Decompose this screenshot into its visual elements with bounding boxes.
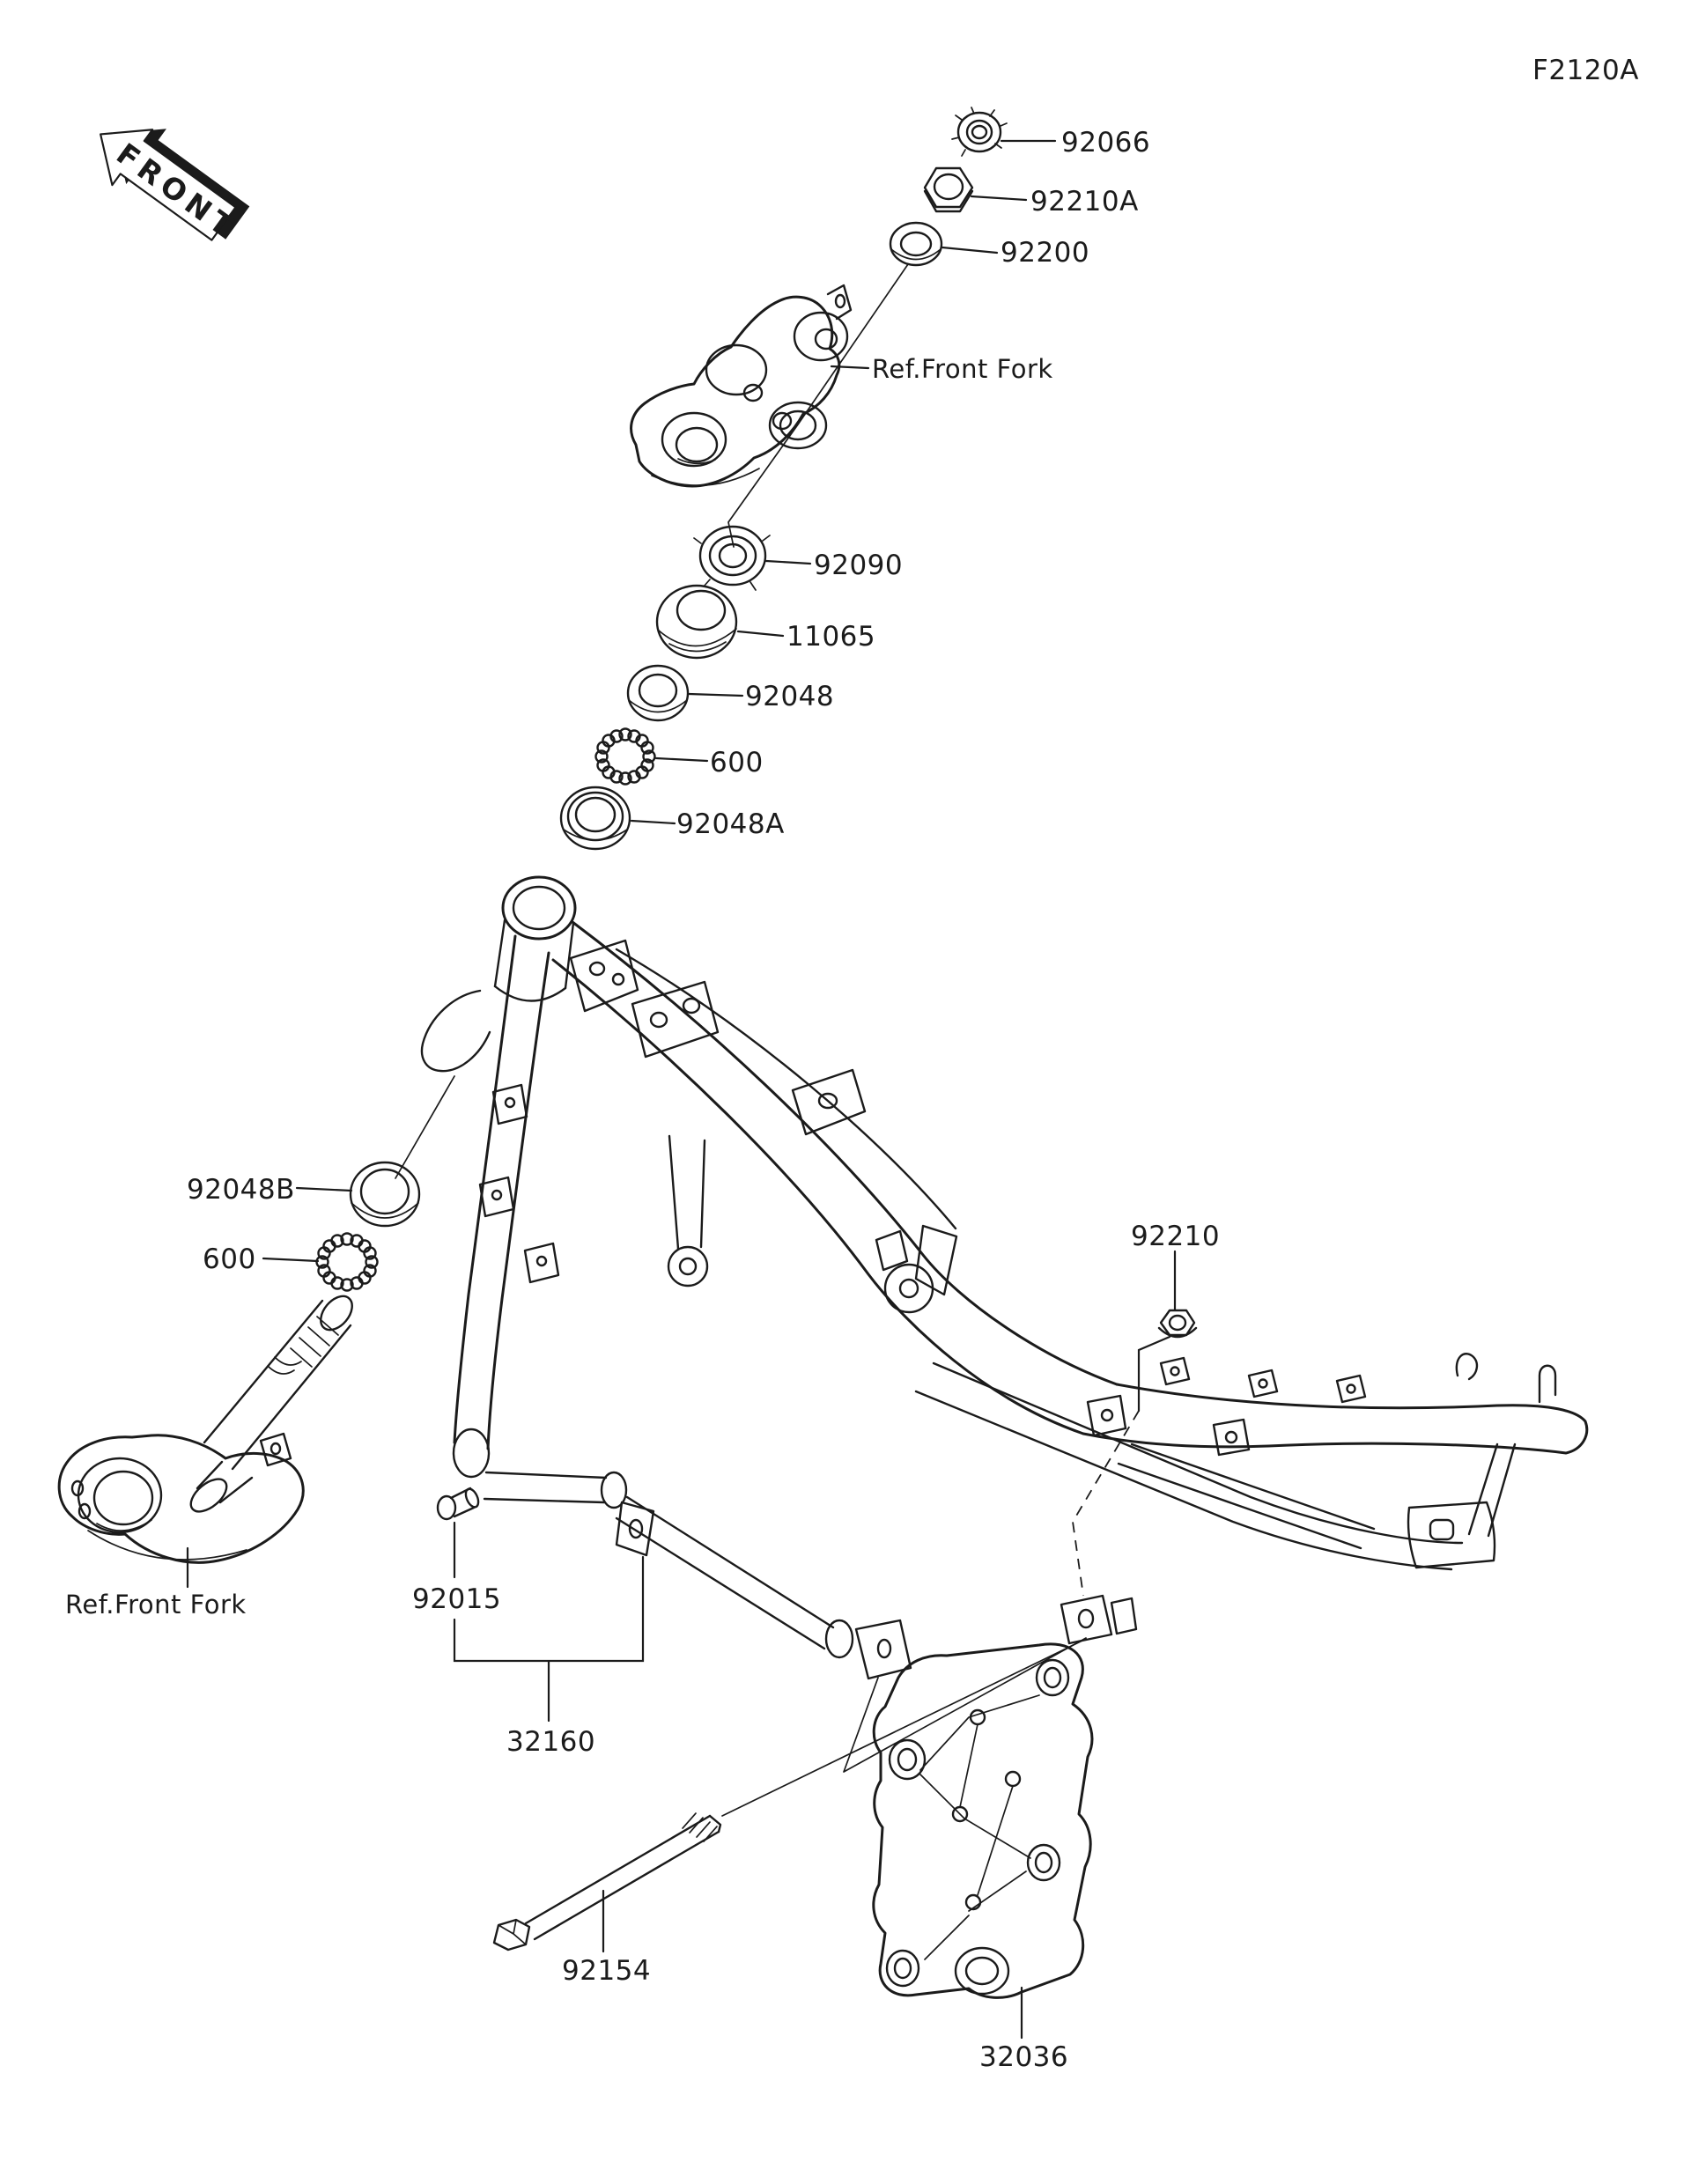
part-92210A-hex-nut: [923, 166, 974, 213]
label-92015: 92015: [412, 1583, 501, 1615]
label-92048: 92048: [745, 681, 834, 712]
leader-92210A: [970, 195, 1028, 202]
part-92066-cap-nut: [951, 107, 1008, 157]
part-32036-bracket: [872, 1642, 1094, 1999]
part-lower-fork-clamp: [57, 1295, 353, 1564]
down-tube-tabs: [478, 1083, 560, 1284]
rear-top-rail: [1082, 1383, 1589, 1455]
part-92200-washer: [889, 221, 943, 267]
rear-lower-rail: [932, 1361, 1464, 1545]
label-92090: 92090: [814, 550, 903, 581]
part-92048B-race: [349, 1161, 421, 1228]
label-ref-front-fork-top: Ref.Front Fork: [872, 354, 1053, 384]
leader-92200: [941, 246, 999, 255]
label-92210: 92210: [1131, 1221, 1220, 1252]
head-gussets: [569, 939, 867, 1136]
cross-member: [615, 1495, 912, 1680]
lower-engine-bracket-lug: [1060, 1594, 1138, 1645]
label-92066: 92066: [1061, 127, 1150, 159]
label-32160: 32160: [506, 1726, 595, 1758]
crossmember-wedge-lines: [843, 1637, 1087, 1773]
label-92200: 92200: [1001, 237, 1089, 269]
engine-mount-boss: [875, 1224, 958, 1314]
label-92048B: 92048B: [187, 1174, 295, 1206]
part-92210-nut: [1157, 1309, 1198, 1339]
backbone-lower-edge: [551, 958, 1085, 1435]
lower-steering-cluster: 92048B 600: [57, 1075, 455, 1620]
front-arrow: FRONT: [100, 129, 250, 247]
part-upper-fork-clamp: [630, 284, 853, 488]
label-ref-front-fork-bottom: Ref.Front Fork: [65, 1590, 247, 1620]
label-600-upper: 600: [710, 747, 764, 778]
leader-92048B: [295, 1186, 353, 1192]
leader-92090: [764, 559, 812, 565]
front-arrow-face: [100, 129, 237, 241]
race-axis-line: [395, 1075, 455, 1179]
leader-92048A: [630, 819, 676, 825]
mid-pivot-bracket: [667, 1134, 709, 1288]
leader-ref-front-fork-top: [830, 365, 870, 370]
steering-axis-line: [727, 263, 909, 548]
part-600-ball-bearing-lower: [315, 1232, 379, 1292]
rear-foot-plate: [1407, 1501, 1496, 1569]
callout-32160-bracket: [453, 1521, 645, 1723]
leader-92210: [1072, 1250, 1177, 1597]
rear-lower-rail-edge: [914, 1390, 1453, 1571]
part-92048-race: [626, 664, 690, 722]
leader-11065: [736, 630, 785, 638]
down-tube-right-edge: [486, 951, 550, 1450]
steering-stack: 92066 92210A 92200: [559, 107, 1150, 851]
rear-rail-tabs: [1086, 1356, 1367, 1457]
rear-hooks: [1455, 1353, 1557, 1404]
subframe-diagonal: [1117, 1442, 1376, 1550]
label-11065: 11065: [786, 621, 875, 653]
second-spar: [615, 948, 957, 1230]
part-92015-bolt: [436, 1487, 480, 1521]
part-92048A-race: [559, 786, 631, 851]
fender-horn: [420, 989, 491, 1073]
part-600-ball-bearing-upper: [594, 727, 656, 786]
part-92154-bolt: [492, 1638, 1087, 1952]
part-11065-cap: [655, 584, 738, 660]
leader-600-upper: [654, 756, 709, 763]
down-tube-end: [452, 1428, 491, 1479]
label-32036: 32036: [979, 2041, 1068, 2073]
frame-assembly: [420, 875, 1589, 1773]
leader-600-lower: [262, 1257, 320, 1263]
head-tube: [493, 875, 577, 1002]
backbone-upper-edge: [571, 920, 1119, 1386]
leader-92048: [687, 692, 744, 697]
down-tube-left-edge: [453, 934, 517, 1444]
label-92154: 92154: [562, 1955, 651, 1987]
label-92048A: 92048A: [676, 808, 785, 840]
cradle-tube: [483, 1471, 655, 1557]
label-600-lower: 600: [203, 1243, 256, 1275]
drawing-code: F2120A: [1532, 55, 1639, 86]
part-92090-lock-washer: [693, 525, 771, 591]
label-92210A: 92210A: [1030, 186, 1139, 218]
